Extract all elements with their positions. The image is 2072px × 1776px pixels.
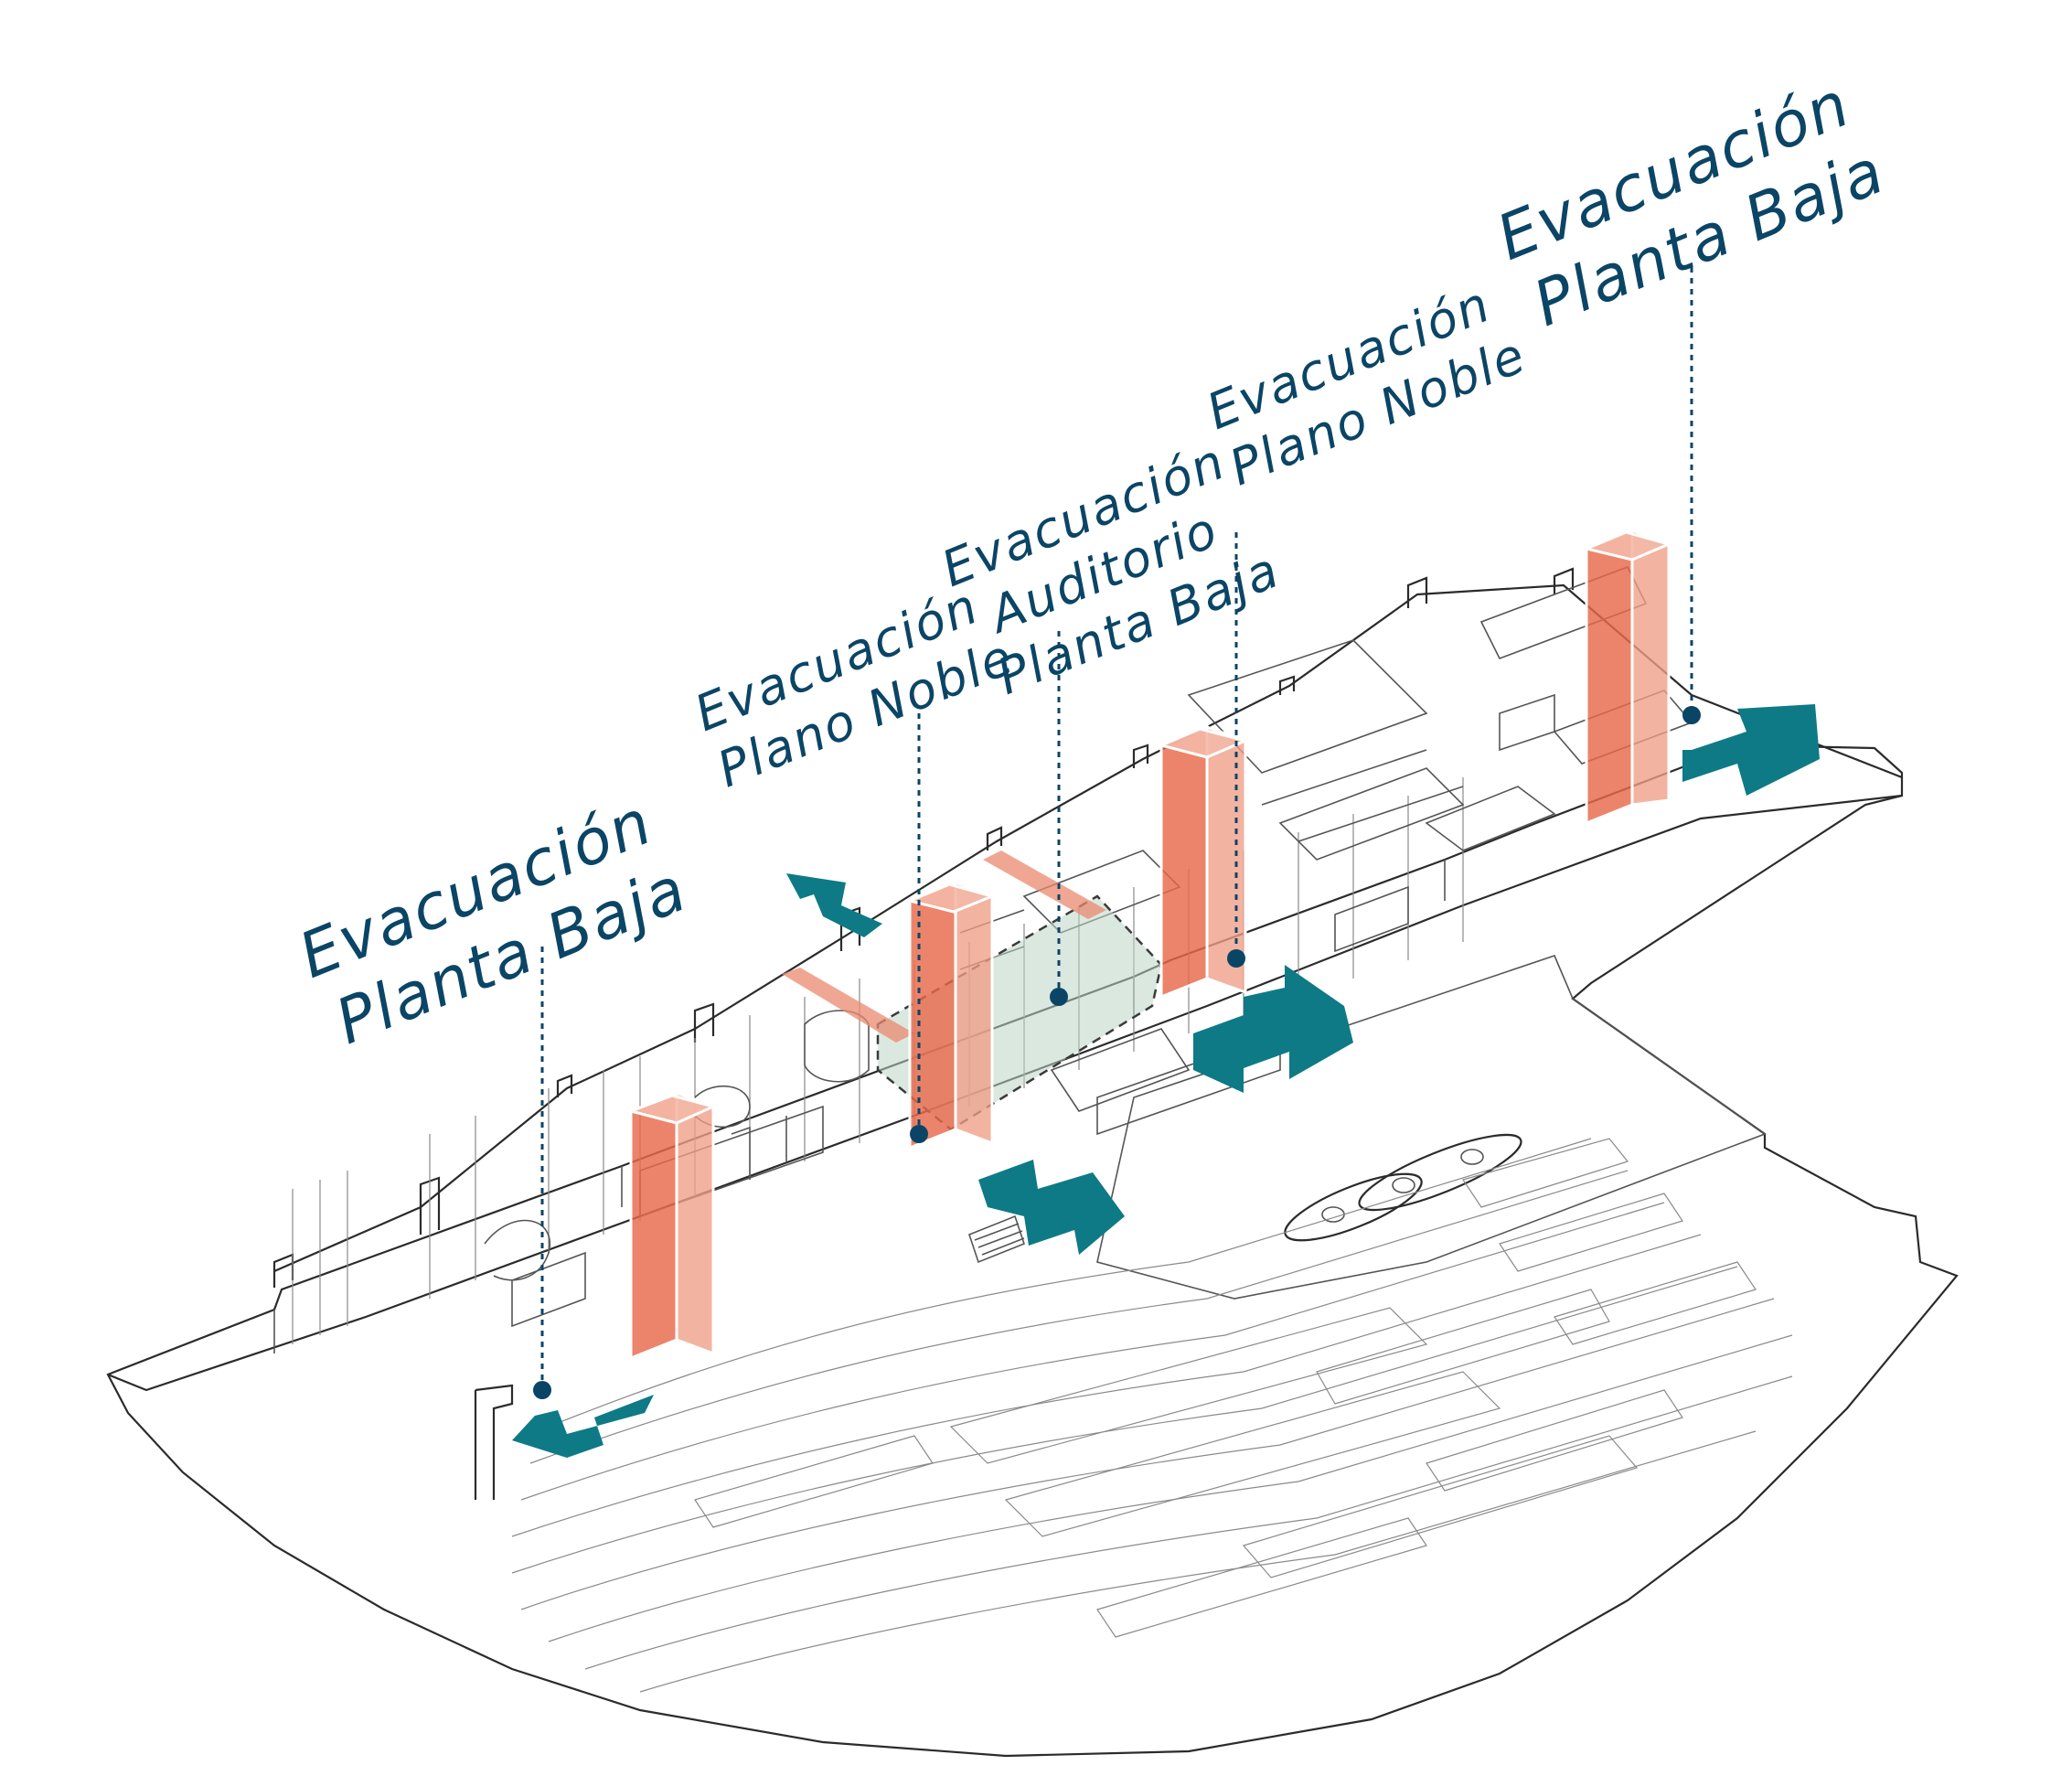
exit-arrows (512, 704, 1820, 1458)
leader-dot-3 (1050, 988, 1068, 1006)
leader-dot-4 (1227, 949, 1245, 968)
roof-edge (273, 583, 1903, 1273)
stair-center (968, 1214, 1025, 1264)
exit-arrow-upper-left (786, 873, 882, 937)
exit-arrow-center-right (1193, 965, 1353, 1093)
exit-arrow-planta-baja-right (1682, 704, 1820, 796)
leader-dot-5 (1682, 706, 1701, 724)
exit-arrow-center-bottom (978, 1160, 1125, 1255)
court-skylights (1284, 1133, 1522, 1242)
evacuation-beams (782, 851, 1106, 1043)
leaders (533, 267, 1701, 1399)
evacuation-core-2 (905, 880, 997, 1150)
exit-arrow-planta-baja-left (512, 1395, 654, 1458)
stair-left (474, 1384, 514, 1500)
label-center-left: Evacuación Plano Noble (687, 577, 1021, 799)
evacuation-core-4 (1582, 528, 1673, 826)
evacuation-core-3 (1157, 724, 1250, 1000)
label-left: Evacuación Planta Baja (290, 786, 698, 1059)
leader-dot-1 (533, 1381, 551, 1399)
central-court (1096, 955, 1767, 1300)
slab-inner-edge (273, 860, 1446, 1353)
evacuation-core-1 (626, 1090, 718, 1361)
leader-dot-2 (910, 1125, 928, 1143)
label-center-right: Evacuación Plano Noble (1199, 275, 1533, 497)
stepped-terraces (511, 1138, 1793, 1693)
